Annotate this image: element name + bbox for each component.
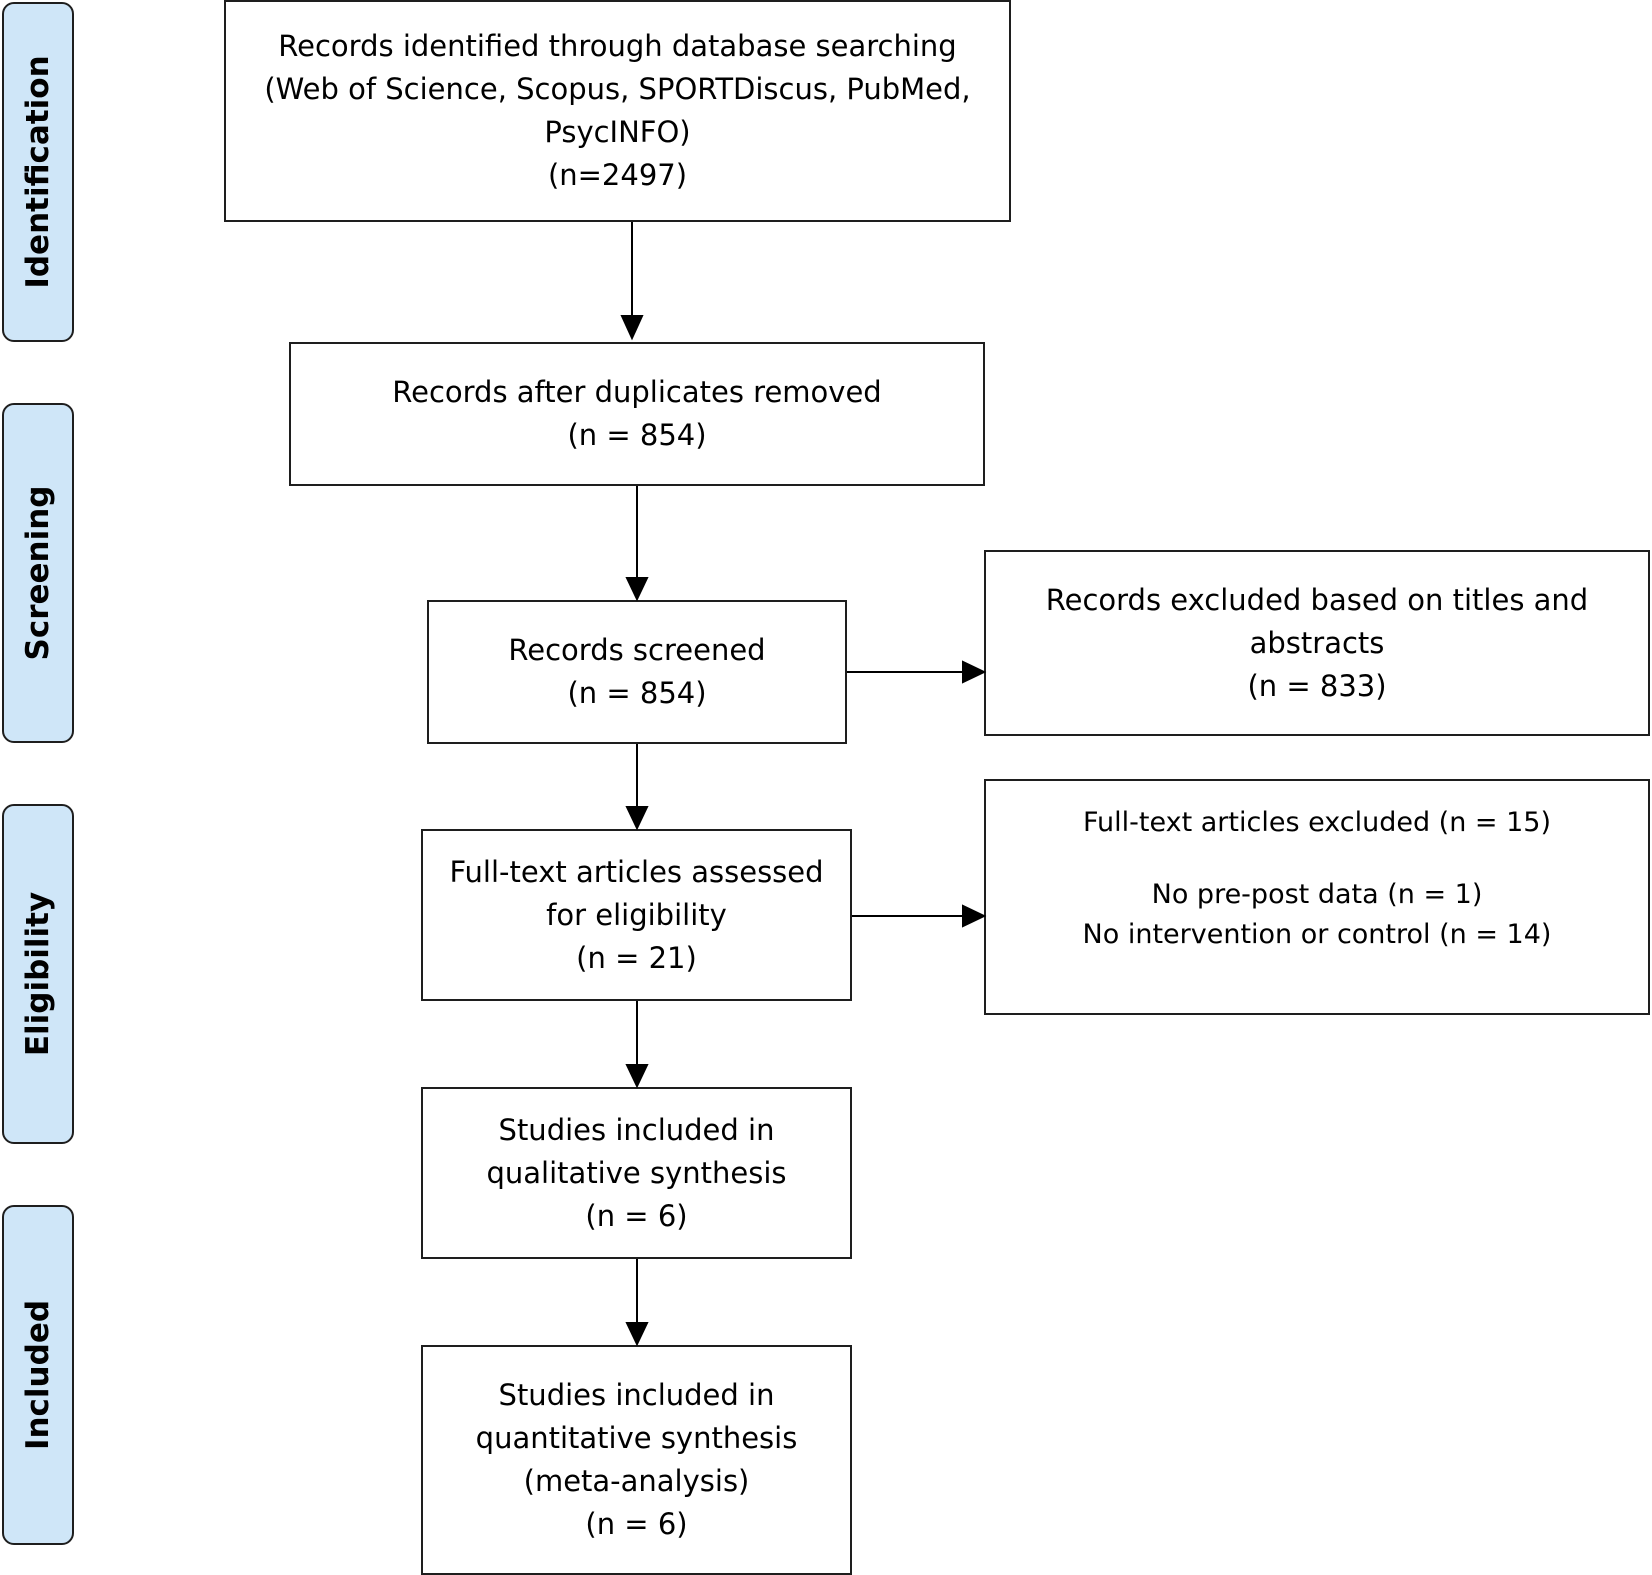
- arrowhead: [625, 806, 649, 831]
- box-line: Studies included in: [498, 1378, 775, 1412]
- box-count: (n = 854): [567, 676, 707, 710]
- quantitative-synthesis-box: Studies included in quantitative synthes…: [421, 1345, 852, 1575]
- box-count: (n = 854): [567, 418, 707, 452]
- exclusion-reason: No intervention or control (n = 14): [1082, 919, 1552, 950]
- box-line: qualitative synthesis: [486, 1155, 787, 1190]
- fulltext-excluded-box: Full-text articles excluded (n = 15) No …: [984, 779, 1650, 1015]
- box-line: Records identified through database sear…: [278, 29, 957, 63]
- phase-identification: Identification: [2, 2, 74, 342]
- box-line: Records screened: [508, 633, 766, 667]
- arrowhead: [620, 315, 644, 341]
- arrowhead: [962, 904, 987, 928]
- box-line: PsycINFO): [544, 115, 691, 149]
- phase-included: Included: [2, 1205, 74, 1545]
- box-line: Records excluded based on titles and: [1045, 582, 1589, 617]
- box-count: (n = 6): [585, 1507, 688, 1541]
- records-excluded-box: Records excluded based on titles and abs…: [984, 550, 1650, 736]
- box-line: Records after duplicates removed: [392, 375, 882, 409]
- fulltext-assessed-box: Full-text articles assessed for eligibil…: [421, 829, 852, 1001]
- arrowhead: [625, 1064, 649, 1089]
- box-line: (Web of Science, Scopus, SPORTDiscus, Pu…: [264, 72, 971, 106]
- box-line: Full-text articles assessed: [449, 854, 824, 889]
- qualitative-synthesis-box: Studies included in qualitative synthesi…: [421, 1087, 852, 1259]
- records-identified-box: Records identified through database sear…: [224, 0, 1011, 222]
- box-heading: Full-text articles excluded (n = 15): [1082, 807, 1552, 838]
- phase-eligibility: Eligibility: [2, 804, 74, 1144]
- box-line: for eligibility: [546, 897, 727, 932]
- box-count: (n = 21): [576, 940, 697, 975]
- box-line: Studies included in: [498, 1112, 775, 1147]
- box-count: (n=2497): [547, 158, 688, 192]
- exclusion-reason: No pre-post data (n = 1): [1151, 879, 1483, 910]
- phase-screening: Screening: [2, 403, 74, 743]
- duplicates-removed-box: Records after duplicates removed (n = 85…: [289, 342, 985, 486]
- box-line: quantitative synthesis: [475, 1421, 798, 1455]
- records-screened-box: Records screened (n = 854): [427, 600, 847, 744]
- box-line: (meta-analysis): [523, 1464, 750, 1498]
- box-line: abstracts: [1249, 625, 1385, 660]
- box-count: (n = 833): [1247, 668, 1387, 703]
- box-count: (n = 6): [585, 1198, 688, 1233]
- arrowhead: [625, 1322, 649, 1347]
- arrowhead: [625, 577, 649, 602]
- arrowhead: [962, 660, 987, 684]
